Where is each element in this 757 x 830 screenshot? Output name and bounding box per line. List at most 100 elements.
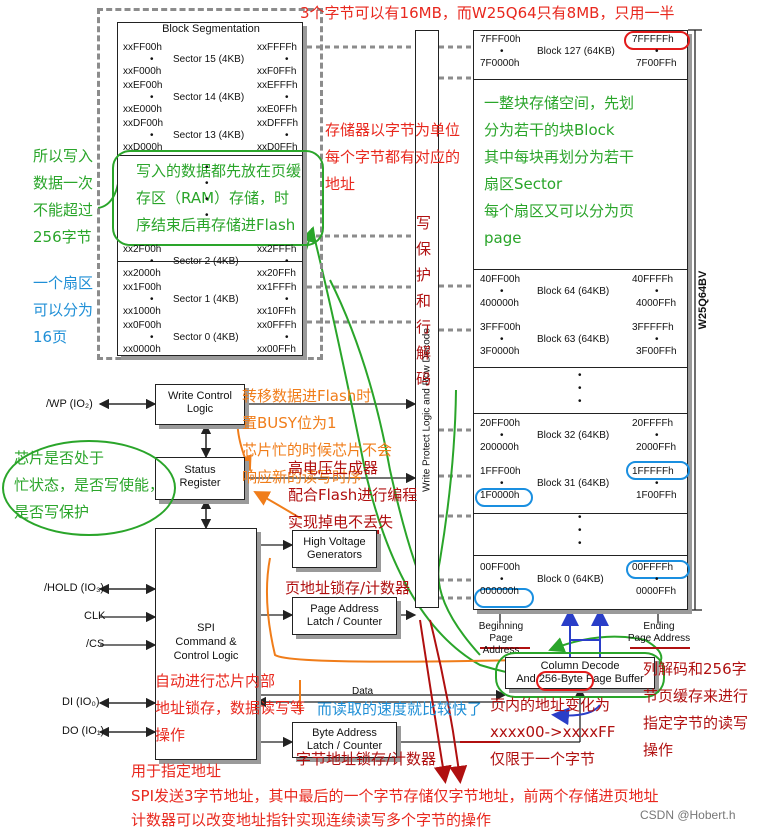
sector-start-address-bottom: xxF000h	[123, 66, 162, 77]
ending-label: Ending	[643, 621, 675, 632]
sector-start-address-top: xx1F00h	[123, 282, 162, 293]
note-page-address-change: 页内的地址变化为 xxxx00->xxxxFF 仅限于一个字节	[490, 696, 616, 768]
dot-separator: •	[578, 370, 582, 381]
block-segmentation-title: Block Segmentation	[162, 23, 260, 35]
divider	[474, 555, 687, 556]
dot-separator: •	[578, 525, 582, 536]
divider	[474, 367, 687, 368]
sector-end-address-bottom: xx10FFh	[257, 306, 296, 317]
block-end-address-top: 3FFFFFh	[632, 322, 674, 333]
spi-control-logic-box: SPI Command & Control Logic	[155, 528, 257, 760]
block-end-address-top: 40FFFFh	[632, 274, 674, 285]
dot-separator: •	[285, 130, 289, 141]
sector-end-address-bottom: xxF0FFh	[257, 66, 297, 77]
block-label: Block 31 (64KB)	[537, 478, 610, 489]
block-label: Block 32 (64KB)	[537, 430, 610, 441]
sector-end-address-bottom: xx00FFh	[257, 344, 296, 355]
dot-separator: •	[285, 332, 289, 343]
dot-separator: •	[500, 478, 504, 489]
dot-separator: •	[205, 162, 209, 173]
block-start-address-bottom: 200000h	[480, 442, 519, 453]
dot-separator: •	[578, 512, 582, 523]
block-label: Block 63 (64KB)	[537, 334, 610, 345]
dot-separator: •	[578, 396, 582, 407]
dot-separator: •	[578, 538, 582, 549]
divider	[474, 513, 687, 514]
block-end-address-top: 1FFFFFh	[632, 466, 674, 477]
block-segmentation-box: Block Segmentation	[117, 22, 303, 356]
note-write-once: 所以写入 数据一次 不能超过 256字节	[33, 147, 94, 246]
sector-label: Sector 15 (4KB)	[173, 54, 245, 65]
page-address-label: Page Address	[627, 633, 691, 644]
note-page-latch: 页地址锁存/计数器	[285, 579, 411, 597]
dot-separator: •	[500, 574, 504, 585]
dot-separator: •	[150, 256, 154, 267]
divider	[474, 269, 687, 270]
sector-label: Sector 2 (4KB)	[173, 256, 239, 267]
note-high-voltage: 高电压生成器 配合Flash进行编程 实现掉电不丢失	[288, 459, 418, 531]
sector-start-address-bottom: xx1000h	[123, 306, 161, 317]
divider	[474, 79, 687, 80]
note-sector-pages: 一个扇区 可以分为 16页	[33, 274, 94, 346]
block-end-address-bottom: 4000FFh	[636, 298, 677, 309]
column-decode-outline	[495, 652, 665, 698]
divider	[118, 261, 302, 262]
sector-label: Sector 0 (4KB)	[173, 332, 239, 343]
high-voltage-label: High Voltage Generators	[303, 536, 366, 561]
block-end-address-top: 00FFFFh	[632, 562, 674, 573]
dot-separator: •	[655, 334, 659, 345]
dot-separator: •	[655, 478, 659, 489]
status-note-outline	[2, 440, 176, 536]
row-decode-column	[415, 30, 439, 608]
pin-di: DI (IO₀)	[62, 696, 100, 708]
dot-separator: •	[655, 46, 659, 57]
block-start-address-top: 7FFF00h	[480, 34, 521, 45]
status-register-label: Status Register	[179, 464, 221, 489]
block-segmentation-frame	[97, 8, 323, 360]
dot-separator: •	[205, 210, 209, 221]
block-start-address-top: 00FF00h	[480, 562, 521, 573]
block-start-address-top: 3FFF00h	[480, 322, 521, 333]
divider	[118, 155, 302, 156]
dot-separator: •	[285, 256, 289, 267]
dot-separator: •	[655, 574, 659, 585]
note-column-decode: 列解码和256字 节页缓存来进行 指定字节的读写 操作	[643, 660, 749, 759]
sector-end-address-top: xx0FFFh	[257, 320, 297, 331]
divider	[474, 413, 687, 414]
dot-separator: •	[150, 92, 154, 103]
block-end-address-bottom: 1F00FFh	[636, 490, 677, 501]
block-end-address-bottom: 2000FFh	[636, 442, 677, 453]
dot-separator: •	[655, 286, 659, 297]
sector-start-address-top: xxFF00h	[123, 42, 162, 53]
note-status-register: 芯片是否处于 忙状态，是否写使能， 是否写保护	[14, 449, 165, 521]
block0-end-highlight	[626, 560, 690, 579]
dot-separator: •	[205, 178, 209, 189]
note-memory-unit: 存储器以字节为单位 每个字节都有对应的 地址	[325, 121, 461, 193]
block-start-address-top: 40FF00h	[480, 274, 521, 285]
note-whole-space: 一整块存储空间，先划 分为若干的块Block 其中每块再划分为若干 扇区Sect…	[484, 94, 635, 247]
note-faster-read: 而读取的速度就比较快了	[317, 700, 483, 718]
sector-start-address-bottom: xx0000h	[123, 344, 161, 355]
dot-separator: •	[578, 383, 582, 394]
block-end-address-bottom: 7F00FFh	[636, 58, 677, 69]
sector-end-address-top: xx1FFFh	[257, 282, 297, 293]
write-control-logic-box: Write Control Logic	[155, 384, 245, 425]
block-start-address-bottom: 1F0000h	[480, 490, 520, 501]
column-decode-box: Column Decode And 256-Byte Page Buffer	[505, 657, 655, 689]
page-address-latch-label: Page Address Latch / Counter	[306, 603, 383, 628]
sector-start-address-bottom: xx2000h	[123, 268, 161, 279]
dot-separator: •	[500, 286, 504, 297]
sector-end-address-top: xxDFFFh	[257, 118, 299, 129]
dot-separator: •	[150, 130, 154, 141]
sector-start-address-top: xx2F00h	[123, 244, 162, 255]
block-start-address-bottom: 3F0000h	[480, 346, 520, 357]
beginning-label: Beginning	[478, 621, 524, 632]
block0-start-highlight	[474, 588, 534, 608]
dot-separator: •	[150, 332, 154, 343]
block-end-address-bottom: 0000FFh	[636, 586, 677, 597]
sector-end-address-bottom: xxD0FFh	[257, 142, 298, 153]
dot-separator: •	[285, 92, 289, 103]
note-page-buffer: 写入的数据都先放在页缓 存区（RAM）存储，时 序结束后再存储进Flash	[136, 162, 302, 234]
